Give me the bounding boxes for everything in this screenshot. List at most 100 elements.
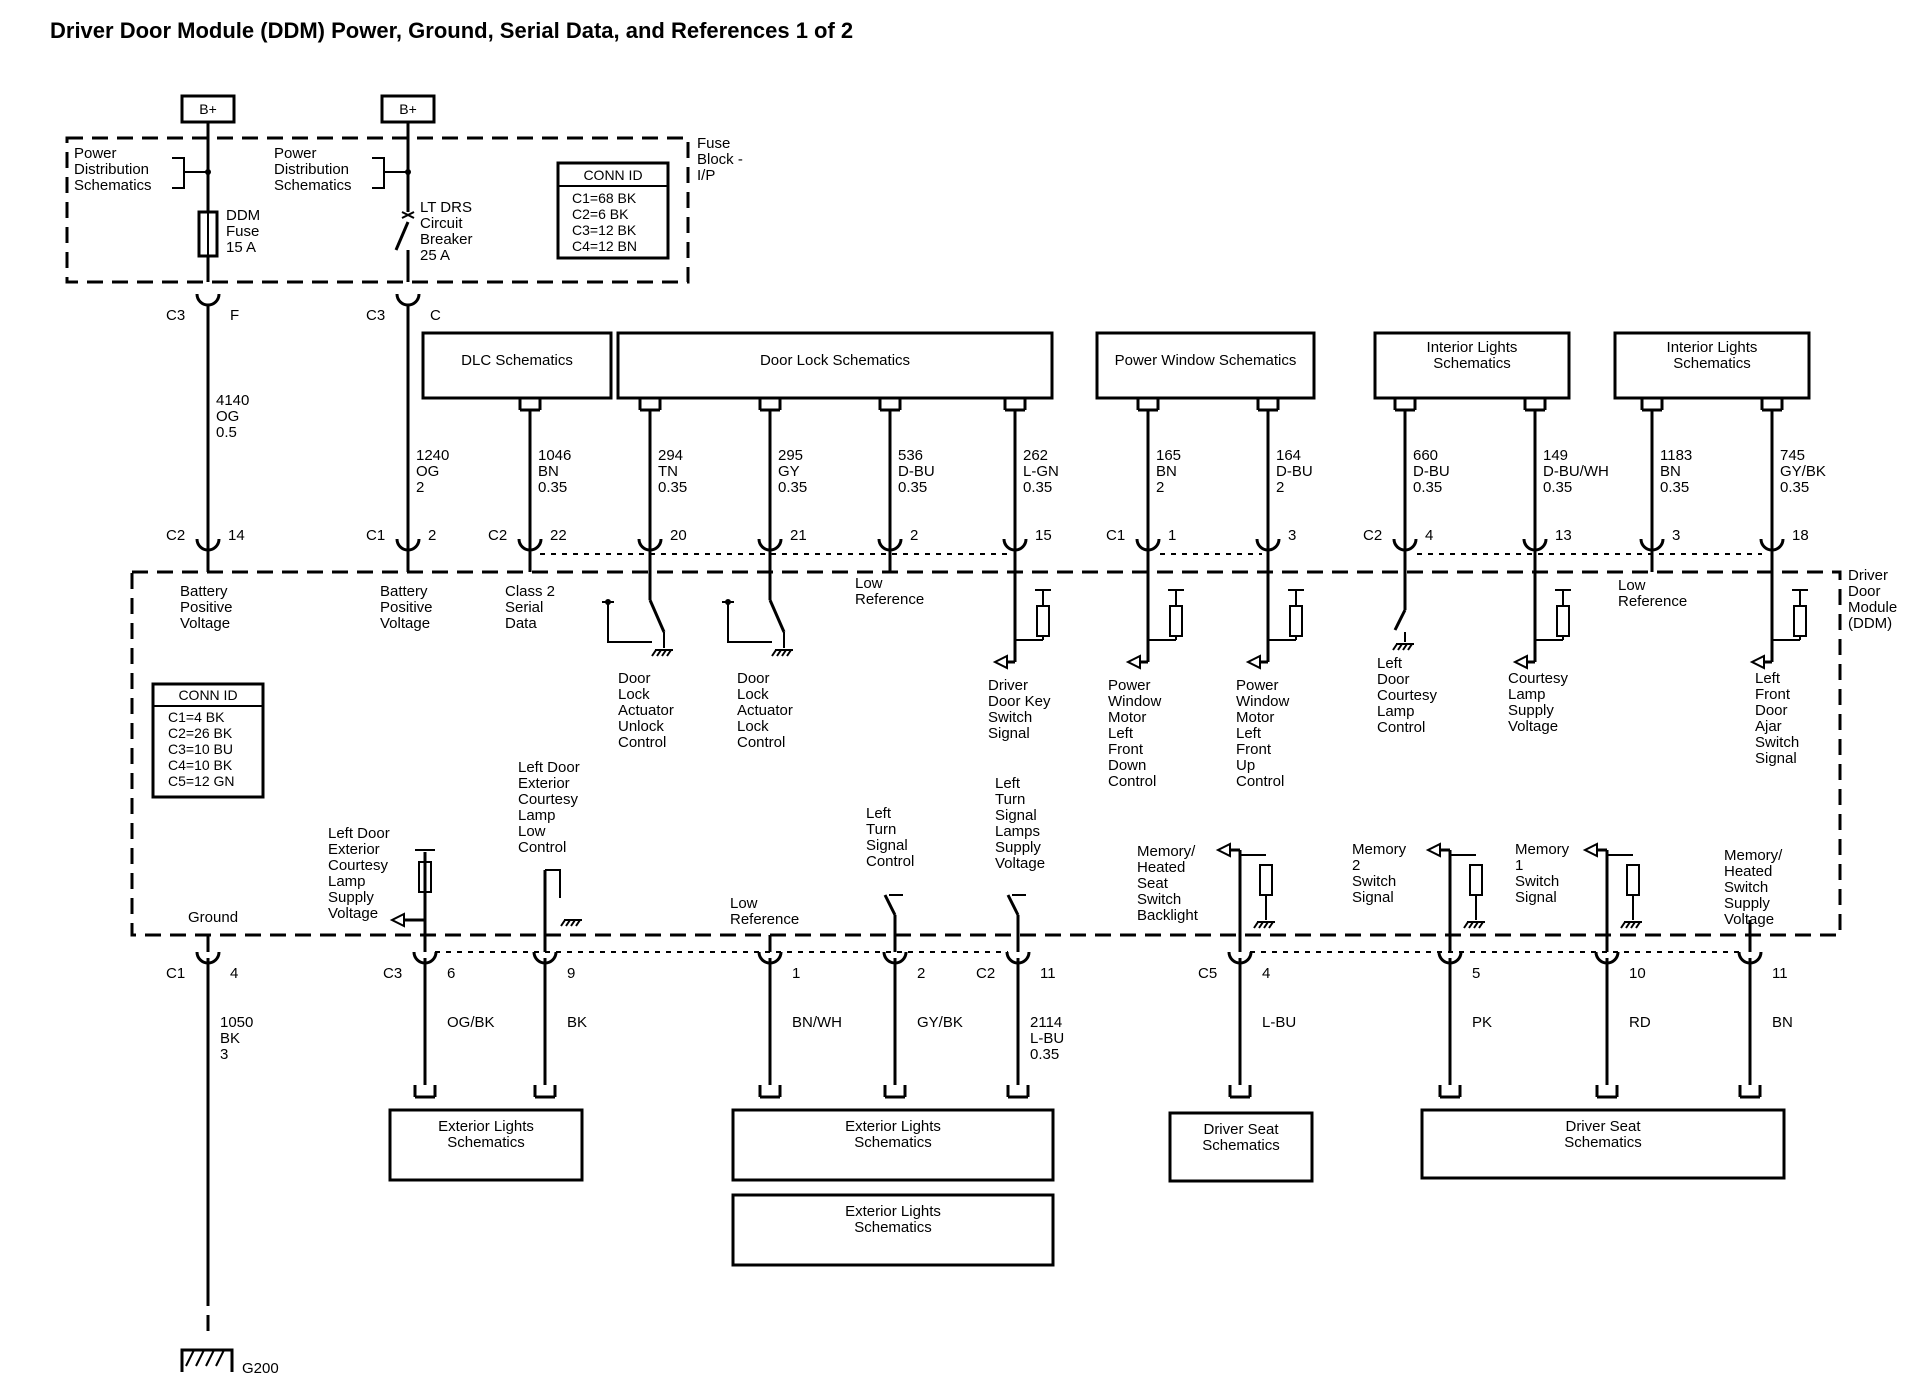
circuit-label: Exterior [518, 775, 570, 792]
circuit-label: Reference [855, 591, 924, 608]
wire-callout: PK [1472, 1014, 1492, 1031]
circuit-label: Lock [618, 686, 650, 703]
wire-callout: OG/BK [447, 1014, 495, 1031]
circuit-label: 1 [1515, 857, 1523, 874]
ground-icon [1263, 921, 1269, 929]
fuse-block-label: Block - [697, 151, 743, 168]
ground-icon [1630, 921, 1636, 929]
schematic-box [1373, 331, 1571, 400]
circuit-label: Supply [995, 839, 1041, 856]
conn-id-row: C4=10 BK [168, 757, 233, 773]
wire-callout: GY/BK [917, 1014, 963, 1031]
circuit-label: Control [1236, 773, 1284, 790]
wire-callout: 165 [1156, 447, 1181, 464]
ground-icon [1478, 921, 1484, 929]
circuit-label: Door [1377, 671, 1410, 688]
schematic-box [1095, 331, 1316, 400]
arrow-icon [1245, 654, 1261, 670]
module-label: (DDM) [1848, 615, 1892, 632]
circuit-label: Door Key [988, 693, 1051, 710]
wire-callout: OG [216, 408, 239, 425]
resistor-icon [1469, 864, 1483, 896]
conn-id-table [556, 161, 670, 260]
circuit-label: Switch [1137, 891, 1181, 908]
schematic-box-label: Schematics [1673, 355, 1751, 372]
breaker-x [401, 211, 415, 219]
ground-icon [565, 919, 571, 927]
ground-icon [1253, 921, 1259, 929]
circuit-label: Low [855, 575, 883, 592]
page-title: Driver Door Module (DDM) Power, Ground, … [50, 18, 853, 43]
connector-name: C3 [366, 307, 385, 324]
conn-id-row: C3=10 BU [168, 741, 233, 757]
circuit-label: Front [1236, 741, 1272, 758]
connector-pin: 22 [550, 527, 567, 544]
terminal-fork [758, 1085, 782, 1099]
circuit-label: Switch [1755, 734, 1799, 751]
ddm-fuse-label: Fuse [226, 223, 259, 240]
arrow-icon [1512, 654, 1528, 670]
module-outline [130, 570, 1842, 937]
wire-callout: 2 [1156, 479, 1164, 496]
wire-callout: 0.35 [1660, 479, 1689, 496]
power-distribution-label: Power [274, 145, 317, 162]
ground-icon [1463, 921, 1469, 929]
terminal-fork [1228, 1085, 1252, 1099]
ground-icon [661, 649, 667, 657]
ground-icon [195, 1349, 205, 1367]
connector-pin: 20 [670, 527, 687, 544]
schematic-box [616, 331, 1054, 400]
breaker-icon [394, 221, 410, 251]
circuit-label: Up [1236, 757, 1255, 774]
schematic-box-label: Exterior Lights [438, 1118, 534, 1135]
wire-callout: 3 [220, 1046, 228, 1063]
circuit-label: Serial [505, 599, 543, 616]
terminal-fork [413, 1085, 437, 1099]
schematic-box-label: Schematics [1202, 1137, 1280, 1154]
circuit-label: Heated [1724, 863, 1772, 880]
circuit-label: Window [1236, 693, 1290, 710]
connector-name: C2 [976, 965, 995, 982]
circuit-label: Control [737, 734, 785, 751]
ground-icon [1635, 921, 1641, 929]
wire-callout: L-GN [1023, 463, 1059, 480]
arrow-icon [1749, 654, 1765, 670]
module-label: Module [1848, 599, 1897, 616]
connector-pin: 11 [1772, 965, 1788, 982]
wire-callout: 0.35 [1030, 1046, 1059, 1063]
circuit-label: Lamp [518, 807, 556, 824]
wire-callout: 745 [1780, 447, 1805, 464]
circuit-label: Courtesy [518, 791, 579, 808]
ground-icon [215, 1349, 225, 1367]
circuit-label: Left [1236, 725, 1262, 742]
circuit-label: Positive [180, 599, 233, 616]
circuit-label: Down [1108, 757, 1146, 774]
schematic-box-label: Driver Seat [1565, 1118, 1641, 1135]
wire-callout: 0.35 [1023, 479, 1052, 496]
terminal-fork [1438, 1085, 1462, 1099]
circuit-label: Switch [1724, 879, 1768, 896]
connector-name: C2 [166, 527, 185, 544]
switch-icon [648, 599, 666, 633]
circuit-label: Memory/ [1724, 847, 1783, 864]
resistor-icon [1259, 864, 1273, 896]
connector-name: C3 [166, 307, 185, 324]
ground-icon [575, 919, 581, 927]
connector-pin: 3 [1288, 527, 1296, 544]
b-plus-label: B+ [399, 101, 417, 117]
ground-icon [651, 649, 657, 657]
wire-callout: TN [658, 463, 678, 480]
wire-callout: 2 [416, 479, 424, 496]
fuse-block-label: I/P [697, 167, 715, 184]
wire-callout: 0.35 [1543, 479, 1572, 496]
connector-pin: 2 [917, 965, 925, 982]
connector-name: C2 [488, 527, 507, 544]
arrow-icon [992, 654, 1008, 670]
power-distribution-label: Power [74, 145, 117, 162]
connector-name: C3 [383, 965, 402, 982]
ground-icon [1402, 643, 1408, 651]
ground-icon [786, 649, 792, 657]
ground-icon [1468, 921, 1474, 929]
